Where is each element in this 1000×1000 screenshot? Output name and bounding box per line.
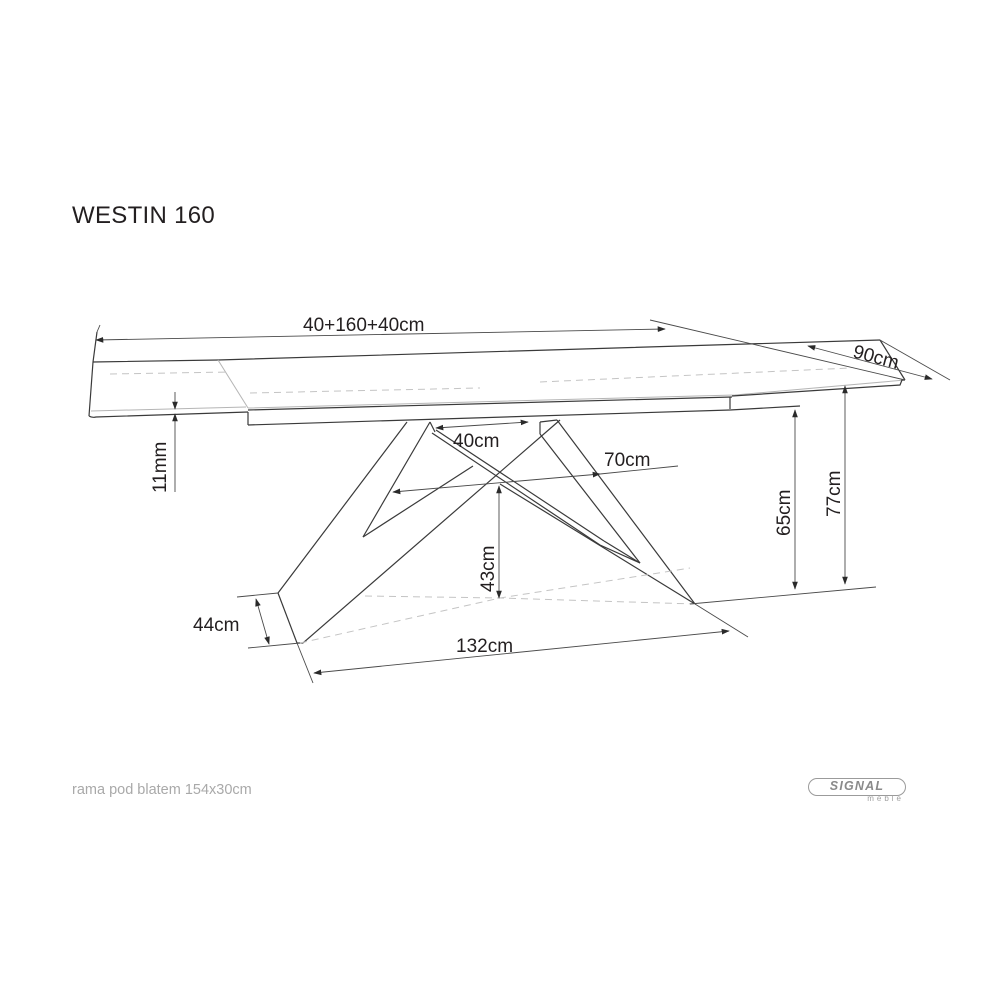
dim-leg-span-inner: 70cm: [392, 450, 679, 495]
frame-footnote: rama pod blatem 154x30cm: [72, 782, 252, 798]
dim-cross-height-label: 43cm: [478, 546, 499, 592]
product-title: WESTIN 160: [72, 202, 216, 229]
dim-foot-width-label: 44cm: [193, 615, 239, 636]
brand-sub: meble: [867, 794, 904, 803]
table-legs: [277, 419, 696, 644]
frame-apron: [247, 405, 801, 426]
dim-frame-height-label: 65cm: [774, 490, 795, 536]
dim-top-thickness-label: 11mm: [150, 442, 171, 493]
dim-length-label: 40+160+40cm: [303, 315, 425, 336]
tabletop: [88, 331, 906, 425]
dim-total-height: 77cm: [689, 385, 877, 605]
dim-total-height-label: 77cm: [824, 471, 845, 517]
dim-top-thickness: 11mm: [150, 392, 178, 493]
dim-frame-height: 65cm: [774, 409, 798, 590]
dim-leg-top-width-label: 40cm: [453, 431, 499, 452]
dim-foot-span-label: 132cm: [456, 636, 513, 657]
dim-length: 40+160+40cm: [95, 315, 666, 343]
dim-foot-width: 44cm: [193, 592, 301, 649]
dim-cross-height: 43cm: [478, 485, 502, 599]
dim-foot-span: 132cm: [296, 603, 749, 684]
brand-logo: SIGNAL meble: [808, 778, 908, 814]
dim-leg-span-inner-label: 70cm: [604, 450, 650, 471]
dim-leg-top-width: 40cm: [435, 419, 529, 452]
brand-name: SIGNAL: [808, 778, 906, 796]
dim-depth: 90cm: [649, 319, 951, 381]
